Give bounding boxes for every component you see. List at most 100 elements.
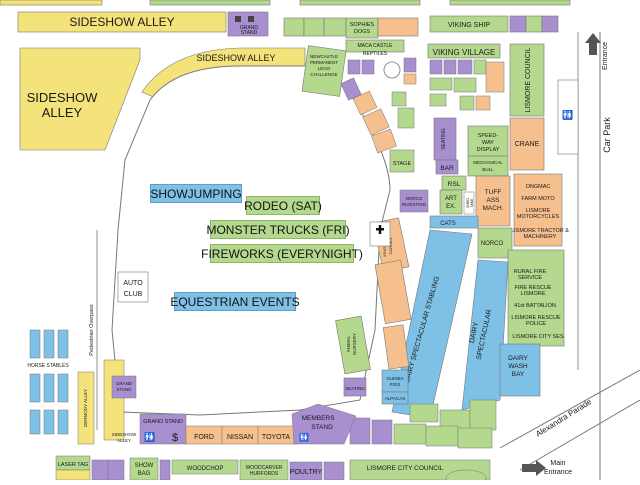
- top-strip-1: [0, 0, 103, 6]
- laser-tag-label: LASER TAG: [58, 462, 88, 468]
- auto-club-label-1: AUTO: [123, 280, 143, 287]
- top-strip-3: [299, 0, 421, 6]
- grand-stand-top-label-2: STAND: [241, 30, 258, 36]
- stall-vv-3: [457, 59, 473, 75]
- auto-club[interactable]: [117, 271, 149, 303]
- crane[interactable]: [509, 117, 545, 171]
- grand-stand-left-label-1: GRAND: [116, 381, 133, 386]
- members-stand[interactable]: [291, 403, 357, 445]
- stall-castle-a: [347, 59, 361, 75]
- art-ex[interactable]: [439, 189, 463, 215]
- sophies-dogs[interactable]: [345, 17, 379, 39]
- stall-castle-d: [403, 73, 417, 85]
- maca-castle[interactable]: [345, 39, 405, 53]
- dermody-alley[interactable]: [77, 371, 95, 445]
- emergency-services[interactable]: [507, 249, 565, 347]
- newcastle-label-2: PERMANENT: [310, 60, 339, 65]
- stall-bottom-1: [55, 469, 91, 481]
- lismore-tractor-label-2: MACHINERY: [524, 234, 557, 240]
- stall-castle-b: [361, 59, 375, 75]
- equestrian-tag[interactable]: EQUESTRIAN EVENTS: [170, 292, 300, 311]
- stage[interactable]: [389, 149, 415, 173]
- ford-label: FORD: [194, 434, 214, 441]
- stall-vv-10: [475, 95, 491, 111]
- horse-stable-3: [57, 329, 69, 359]
- rural-fire-label-1: RURAL FIRE: [514, 269, 547, 275]
- shed-tank: [463, 191, 475, 215]
- stall-bottom-4: [159, 459, 171, 481]
- viking-village[interactable]: [427, 43, 501, 59]
- members-stand-label-2: STAND: [311, 424, 333, 431]
- alpacas[interactable]: [381, 391, 409, 405]
- mechanical-bull[interactable]: [467, 155, 509, 177]
- dollar-icon: $: [172, 432, 178, 444]
- viking-ship[interactable]: [429, 15, 509, 33]
- viking-ship-label: VIKING SHIP: [448, 22, 490, 29]
- horse-stable-1: [29, 329, 41, 359]
- dermody-alley-label: DERMODY ALLEY: [83, 389, 88, 427]
- alexandra-parade-road: [499, 369, 640, 449]
- stall-vv-2: [443, 59, 457, 75]
- fireworks-tag[interactable]: FIREWORKS (EVERYNIGHT): [201, 244, 363, 263]
- animal-nursery-label-1: ANIMAL: [346, 335, 351, 352]
- sophies-dogs-label-1: SOPHIES: [350, 22, 375, 28]
- newcastle-label-4: CHALLENGE: [310, 72, 337, 77]
- sideshow-alley-big-label-1: SIDESHOW: [27, 90, 99, 105]
- showjumping-tag[interactable]: SHOWJUMPING: [150, 184, 242, 203]
- seating-bottom-label: SEATING: [345, 386, 365, 391]
- lismore-council[interactable]: [509, 43, 545, 117]
- lismore-motorcycles-label-1: LISMORE: [526, 208, 551, 214]
- norco-investing[interactable]: [399, 189, 429, 213]
- stall-top-d: [377, 17, 419, 37]
- sideshow-alley-main[interactable]: [19, 47, 141, 151]
- cats-label: CATS: [440, 221, 456, 227]
- dairy-spectacular[interactable]: [461, 259, 509, 411]
- sideshow-alley-top-label: SIDESHOW ALLEY: [69, 15, 174, 29]
- sideshow-alley-top[interactable]: [17, 11, 227, 33]
- car-park-label: Car Park: [602, 117, 612, 153]
- animal-nursery[interactable]: [335, 315, 371, 375]
- alpacas-label: ALPACAS: [385, 396, 405, 401]
- grand-stand-top-label-1: GRAND: [240, 25, 258, 31]
- horse-stable-4: [29, 373, 41, 403]
- lismore-tractor-label-1: LISMORE TRACTOR &: [511, 228, 569, 234]
- cats[interactable]: [429, 215, 479, 229]
- crane-label: CRANE: [515, 141, 540, 148]
- lismore-motorcycles-label-2: MOTORCYCLES: [517, 214, 560, 220]
- lismore-police-label-1: LISMORE RESCUE: [511, 315, 561, 321]
- members-stand-label-1: MEMBERS: [302, 415, 336, 422]
- grand-stand-left-label-2: STAND: [117, 387, 133, 392]
- dairy-spectacular-label-1: DAIRY: [469, 321, 480, 344]
- horse-stables-label: HORSE STABLES: [27, 363, 69, 369]
- grand-stand-left[interactable]: [111, 375, 137, 399]
- sideshow-alley-lower-strip[interactable]: [103, 359, 125, 441]
- seating-bottom[interactable]: [343, 377, 367, 397]
- horse-stable-6: [57, 373, 69, 403]
- stall-vv-5: [485, 61, 505, 93]
- grand-stand-bottom[interactable]: [139, 413, 187, 445]
- newcastle-lego[interactable]: [301, 45, 347, 97]
- monster-trucks-tag[interactable]: MONSTER TRUCKS (FRI): [206, 220, 350, 239]
- newcastle-label-1: NEWCASTLE: [310, 54, 338, 59]
- stage-label: STAGE: [393, 161, 412, 167]
- bar[interactable]: [435, 159, 459, 175]
- maca-castle-label-1: MACA CASTLE: [357, 43, 393, 49]
- battalion-label: 41st BATTALION: [514, 303, 556, 309]
- tuff-ass-mach[interactable]: [475, 175, 511, 227]
- norco[interactable]: [477, 227, 513, 259]
- lismore-council-label: LISMORE COUNCIL: [525, 47, 532, 112]
- stall-arc-4: [371, 128, 397, 154]
- stall-lr-3: [469, 399, 497, 431]
- sideshow-alley-small-label-2: ALLEY: [117, 438, 131, 443]
- woodchop[interactable]: [171, 459, 239, 475]
- dairy-wash-bay[interactable]: [499, 343, 541, 397]
- machinery-block[interactable]: [513, 173, 563, 247]
- tuff-label-3: MACH.: [483, 205, 504, 212]
- guinea-pigs[interactable]: [381, 369, 409, 393]
- stall-bottom-3: [107, 459, 125, 481]
- rsl-label: RSL: [448, 181, 461, 188]
- rodeo-tag[interactable]: RODEO (SAT): [244, 196, 322, 215]
- speedway-display[interactable]: [467, 125, 509, 157]
